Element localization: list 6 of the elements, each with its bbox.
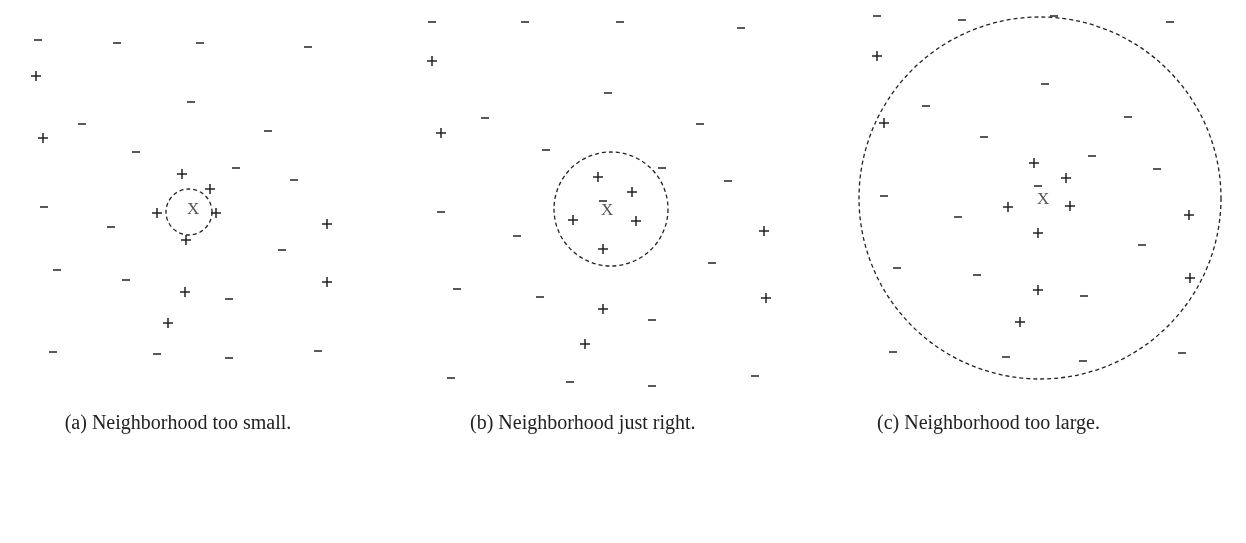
query-point-label: X	[1037, 190, 1050, 207]
panel-caption: (a) Neighborhood too small.	[63, 410, 293, 436]
panel-caption: (c) Neighborhood too large.	[877, 410, 1101, 436]
query-point-label: X	[601, 201, 614, 218]
query-point-label: X	[187, 200, 200, 217]
panel-caption: (b) Neighborhood just right.	[470, 410, 697, 436]
